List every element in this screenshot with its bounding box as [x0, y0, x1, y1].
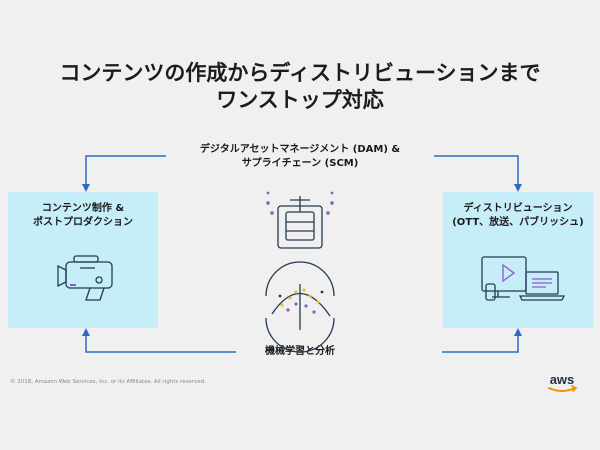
ml-dots-icon: [278, 288, 324, 314]
copyright-text: © 2018, Amazon Web Services, Inc. or its…: [10, 379, 206, 385]
arrow-top-right: [434, 155, 522, 192]
content-production-label-line-2: ポストプロダクション: [33, 217, 133, 228]
asset-storage-icon: [277, 196, 323, 249]
distribution-label-line-1: ディストリビューション: [463, 203, 573, 214]
devices-icon: [481, 256, 566, 301]
title-line-1: コンテンツの作成からディストリビューションまで: [59, 61, 541, 85]
aws-logo-icon: aws: [548, 372, 578, 392]
arrow-bottom-right: [442, 328, 522, 353]
aws-logo-text: aws: [550, 372, 575, 387]
dam-scm-label-line-2: サプライチェーン (SCM): [241, 158, 359, 169]
video-camera-icon: [57, 255, 113, 301]
arrow-top-left: [82, 155, 166, 192]
dam-scm-label: デジタルアセットマネージメント (DAM) & サプライチェーン (SCM): [150, 143, 450, 171]
machine-learning-icon: [265, 261, 335, 353]
arrow-bottom-left: [82, 328, 236, 353]
distribution-label: ディストリビューション (OTT、放送、パブリッシュ): [443, 202, 593, 230]
content-production-box: コンテンツ制作 & ポストプロダクション: [8, 192, 158, 328]
asset-dots-icon: [266, 191, 334, 215]
content-production-label-line-1: コンテンツ制作 &: [41, 203, 125, 214]
title-line-2: ワンストップ対応: [216, 88, 384, 112]
distribution-label-line-2: (OTT、放送、パブリッシュ): [452, 217, 584, 228]
dam-scm-label-line-1: デジタルアセットマネージメント (DAM) &: [199, 144, 401, 155]
page-title: コンテンツの作成からディストリビューションまで ワンストップ対応: [0, 60, 600, 114]
distribution-box: ディストリビューション (OTT、放送、パブリッシュ): [443, 192, 593, 328]
video-camera-accent-icon: [70, 284, 76, 286]
devices-text-lines-icon: [532, 278, 552, 288]
content-production-label: コンテンツ制作 & ポストプロダクション: [8, 202, 158, 230]
